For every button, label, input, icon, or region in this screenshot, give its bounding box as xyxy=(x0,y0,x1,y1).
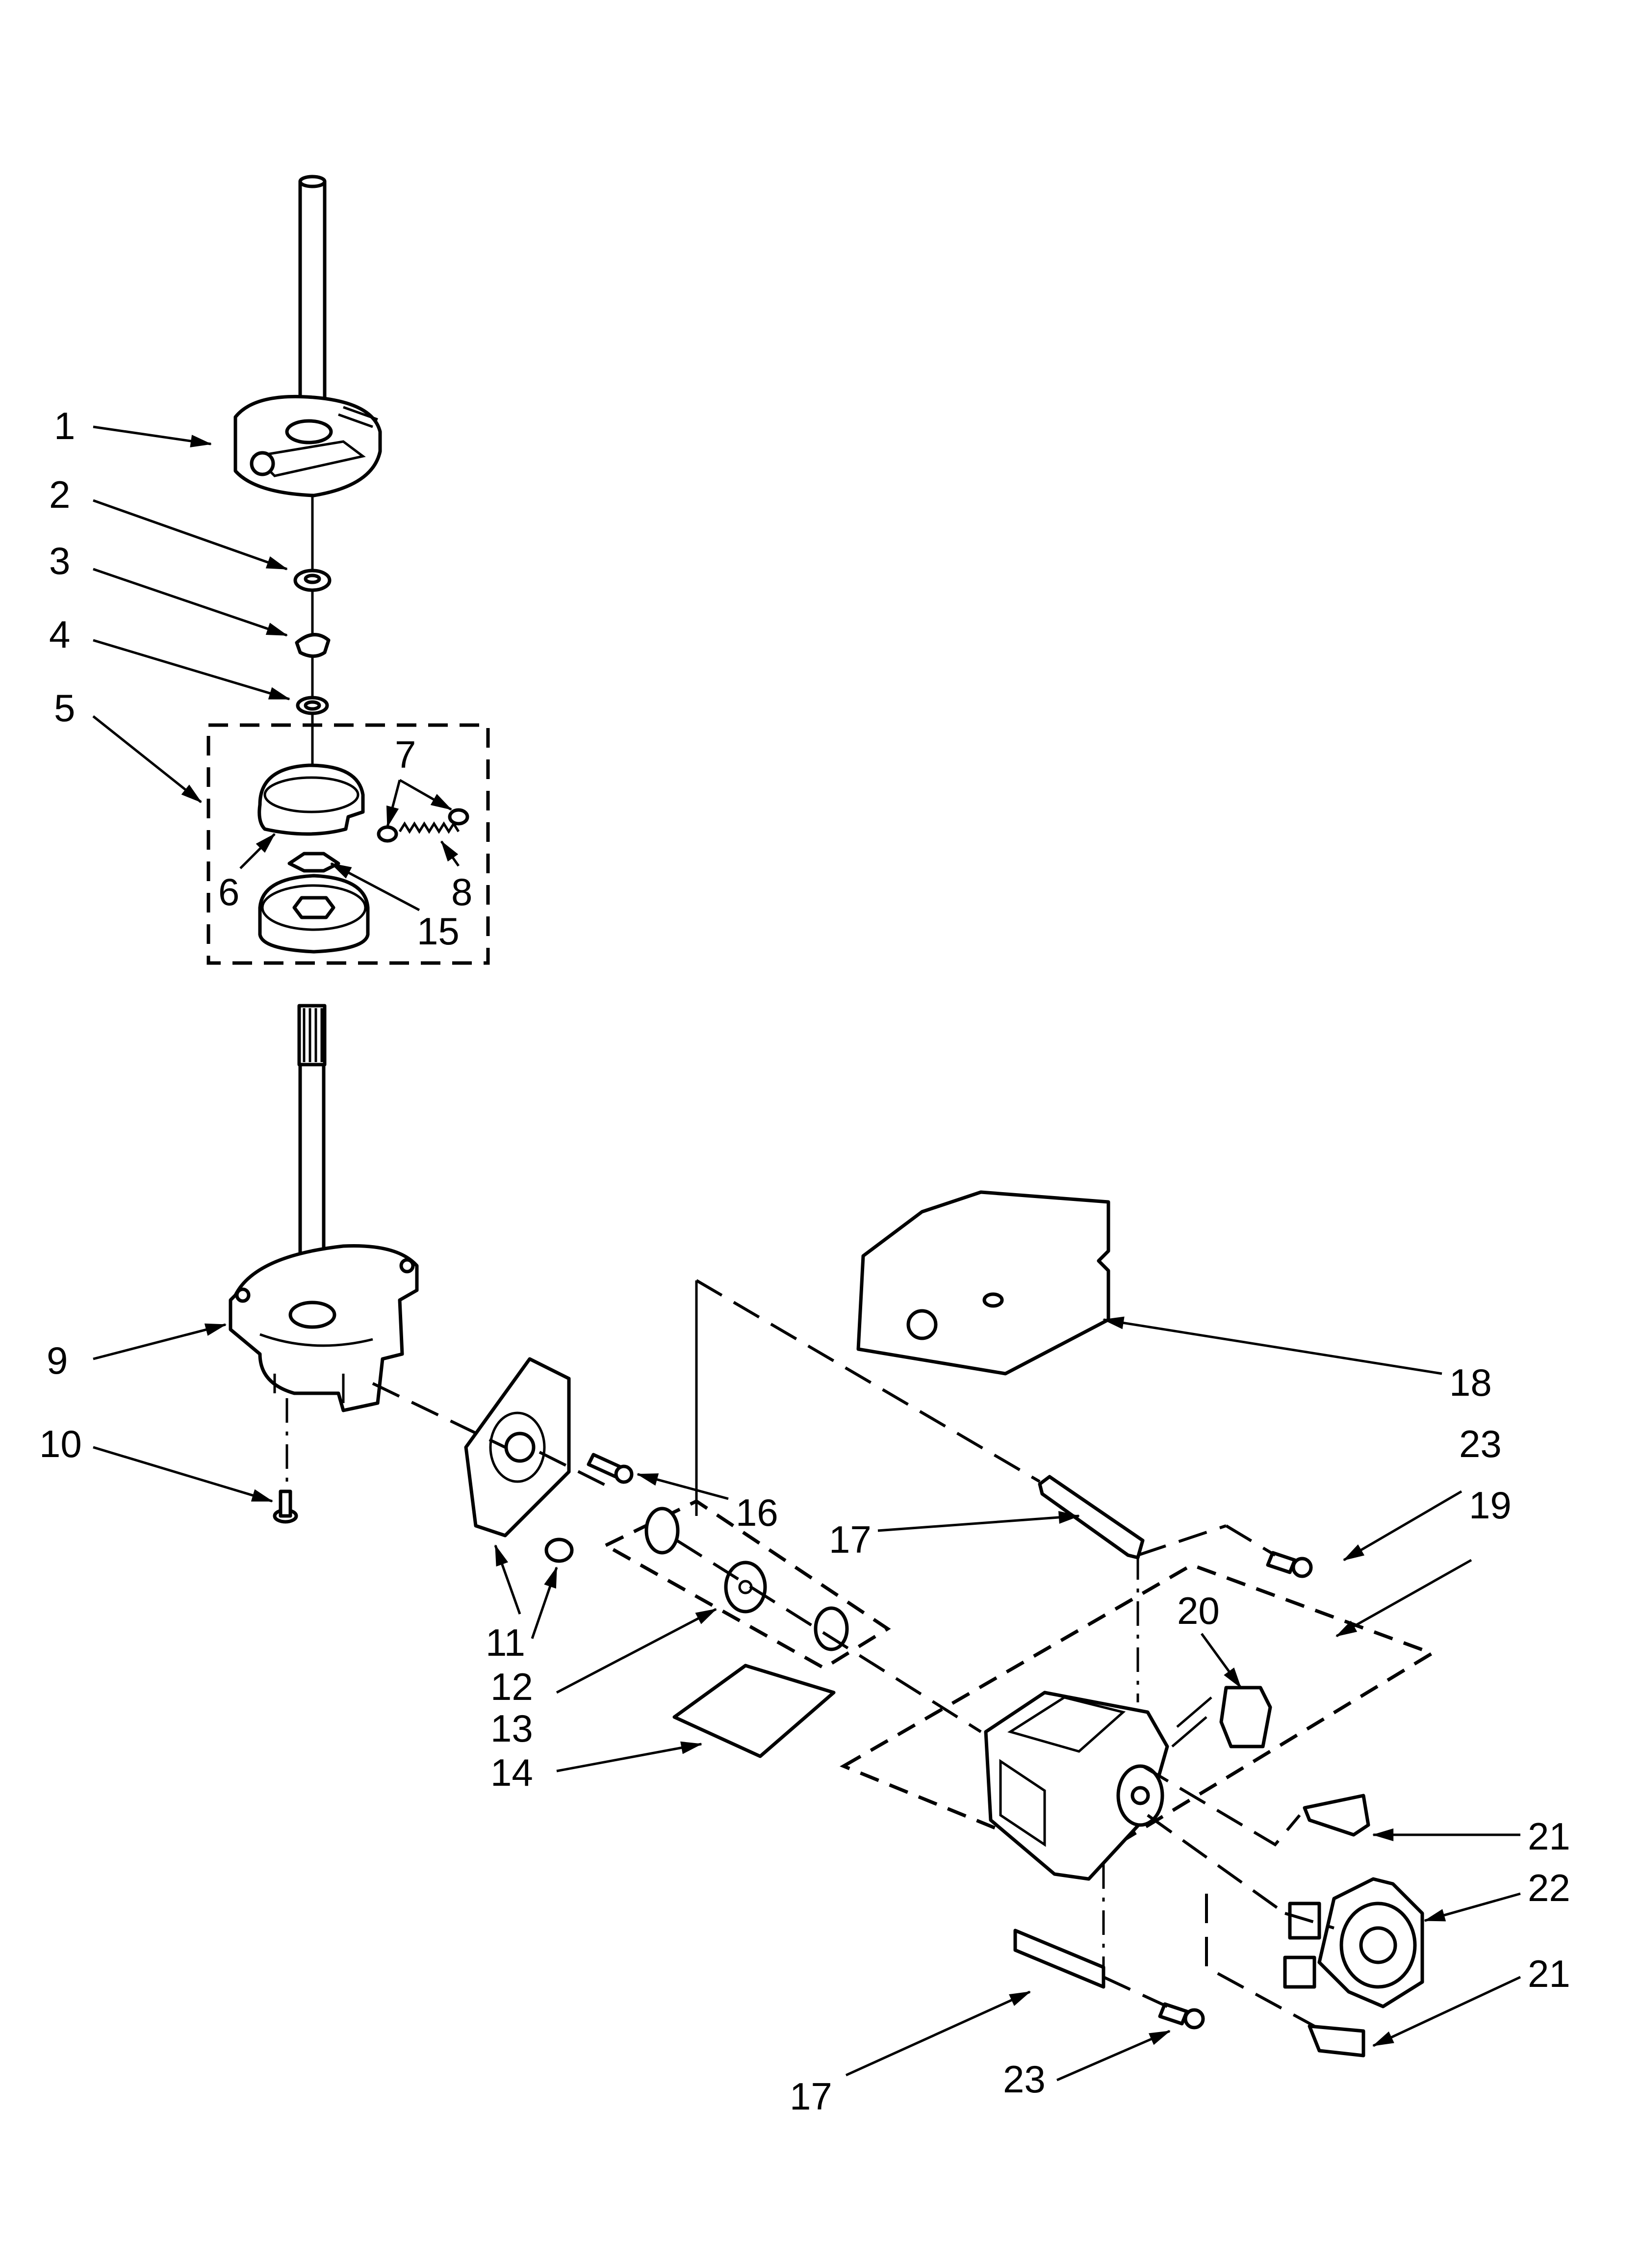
callout-8: 8 xyxy=(451,870,472,913)
part-16-screw xyxy=(587,1453,634,1484)
part-11-mounting-plate xyxy=(464,1357,571,1538)
part-7-8-springs xyxy=(377,808,469,843)
part-18-shield xyxy=(856,1190,1110,1376)
callout-23-upper: 23 xyxy=(1459,1422,1502,1465)
part-22-pump xyxy=(1283,1877,1424,2008)
callout-20: 20 xyxy=(1177,1589,1220,1632)
part-12-bushing xyxy=(544,1538,574,1563)
part-20-switch xyxy=(1171,1686,1272,1748)
callout-22: 22 xyxy=(1528,1866,1570,1909)
callout-15: 15 xyxy=(417,910,460,953)
part-21-upper-clip xyxy=(1303,1794,1370,1837)
callout-18: 18 xyxy=(1449,1361,1492,1404)
part-6-ring xyxy=(257,763,365,836)
callout-21-upper: 21 xyxy=(1528,1815,1570,1858)
leader-arrows xyxy=(92,425,1521,2082)
callout-2: 2 xyxy=(49,473,70,516)
assembly-centerlines xyxy=(372,1279,1334,2028)
part-15-hub xyxy=(258,852,370,954)
callout-12: 12 xyxy=(490,1665,533,1708)
callout-23-lower: 23 xyxy=(1003,2058,1046,2101)
part-23-upper-screw xyxy=(1266,1551,1313,1578)
callout-6: 6 xyxy=(218,870,239,913)
part-2-washer xyxy=(293,495,332,765)
callout-4: 4 xyxy=(49,613,70,656)
callout-7: 7 xyxy=(395,733,416,776)
part-19-kit-box xyxy=(840,1563,1437,1866)
callout-10: 10 xyxy=(39,1422,82,1465)
part-21-lower-clip xyxy=(1308,2024,1365,2058)
part-9-gearcase xyxy=(229,1244,419,1412)
part-19-motor xyxy=(984,1691,1169,1881)
callout-17-lower: 17 xyxy=(790,2075,832,2118)
callout-21-lower: 21 xyxy=(1528,1952,1570,1995)
callout-9: 9 xyxy=(47,1339,68,1382)
part-4-retaining-ring xyxy=(296,696,329,715)
part-3-clip xyxy=(295,633,331,658)
part-5-kit-box xyxy=(206,723,490,965)
callout-11: 11 xyxy=(486,1621,525,1664)
callout-17-upper: 17 xyxy=(829,1518,872,1561)
callout-13: 13 xyxy=(490,1707,533,1750)
part-1-cam-assembly xyxy=(233,394,382,497)
callout-14: 14 xyxy=(490,1751,533,1794)
part-23-lower-screw xyxy=(1158,2002,1205,2030)
agitator-shaft-top xyxy=(298,175,327,439)
callout-5: 5 xyxy=(54,686,75,730)
callout-16: 16 xyxy=(736,1491,778,1534)
callout-19: 19 xyxy=(1469,1484,1512,1527)
part-17-lower-strap xyxy=(1013,1929,1105,1989)
part-14-pad xyxy=(672,1664,836,1758)
callout-1: 1 xyxy=(54,404,75,447)
callout-3: 3 xyxy=(49,539,70,582)
part-13-coupling xyxy=(644,1507,849,1651)
callout-labels: 1 2 3 4 5 6 7 8 9 10 11 12 13 14 15 16 1… xyxy=(39,404,1570,2118)
part-10-bolt xyxy=(273,1398,298,1524)
